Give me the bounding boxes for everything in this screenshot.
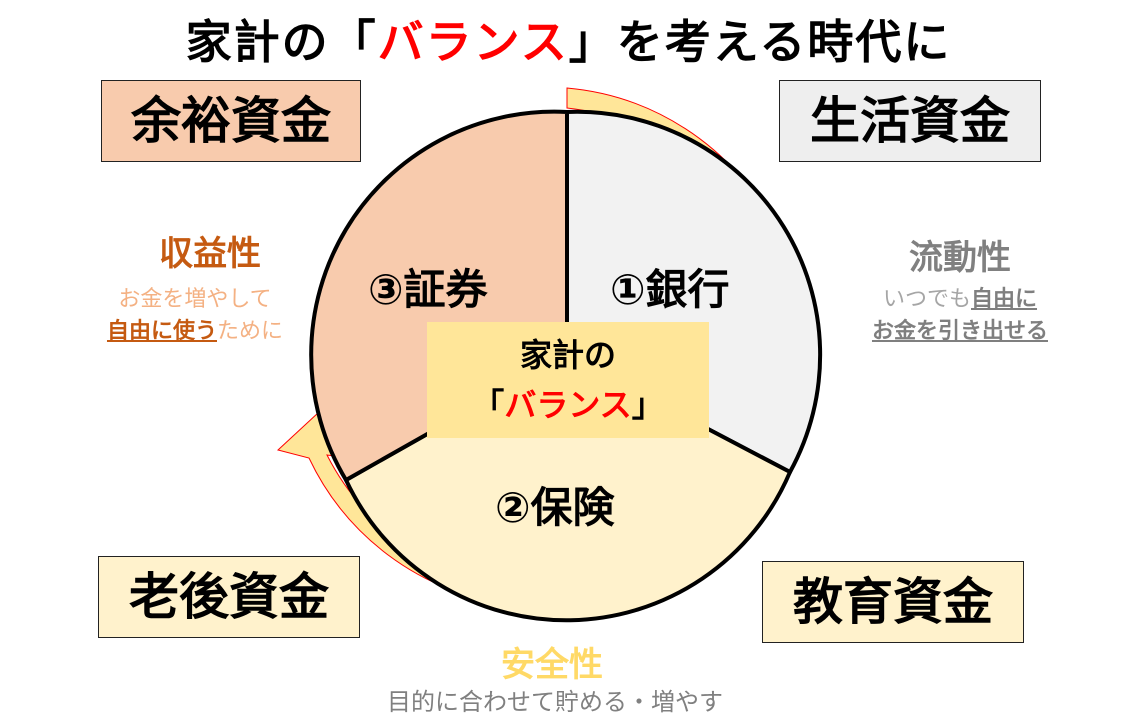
shueki-desc-emphasis: 自由に使う [106, 319, 217, 344]
center-line2: 「バランス」 [427, 380, 709, 430]
shueki-desc-line2: 自由に使うために [60, 316, 330, 348]
ryudo-desc-line2: お金を引き出せる [830, 316, 1090, 348]
property-desc-shueki: お金を増やして 自由に使うために [60, 284, 330, 348]
segment-label-insurance: ②保険 [495, 483, 615, 532]
shueki-desc-rest: ために [217, 319, 284, 344]
property-label-shueki: 収益性 [159, 234, 261, 274]
center-line1: 家計の [519, 336, 616, 374]
center-open-bracket: 「 [472, 386, 505, 424]
title-suffix: 」を考える時代に [568, 15, 952, 69]
ryudo-desc-emphasis1: 自由に [971, 287, 1038, 312]
property-desc-anzen: 目的に合わせて貯める・増やす [387, 688, 723, 716]
property-label-ryudo: 流動性 [909, 238, 1011, 278]
fund-box-yoyu: 余裕資金 [101, 80, 361, 162]
center-highlight: バランス [504, 386, 632, 424]
center-balance-box: 家計の 「バランス」 [427, 322, 709, 438]
ryudo-desc-emphasis2: お金を引き出せる [871, 319, 1048, 344]
shueki-desc-line1: お金を増やして [118, 287, 272, 312]
title-highlight: バランス [377, 15, 569, 69]
title-prefix: 家計の「 [185, 15, 378, 69]
property-label-anzen: 安全性 [501, 645, 603, 685]
fund-box-rougo: 老後資金 [98, 556, 360, 638]
page-title: 家計の「バランス」を考える時代に [0, 6, 1137, 72]
segment-label-securities: ③証券 [368, 265, 488, 314]
fund-box-seikatsu: 生活資金 [779, 80, 1041, 162]
fund-box-kyoiku: 教育資金 [762, 561, 1024, 643]
segment-label-bank: ①銀行 [610, 265, 730, 314]
ryudo-desc-line1: いつでも自由に [830, 284, 1090, 316]
center-close-bracket: 」 [631, 386, 664, 424]
ryudo-desc-plain: いつでも [882, 287, 971, 312]
property-desc-ryudo: いつでも自由に お金を引き出せる [830, 284, 1090, 348]
